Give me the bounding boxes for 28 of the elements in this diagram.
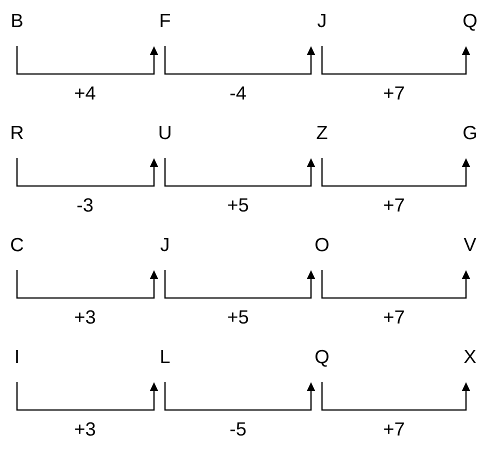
- letter: L: [161, 350, 170, 364]
- letter: Q: [464, 14, 476, 31]
- edge-label: +7: [382, 85, 406, 101]
- edge-label: +7: [382, 421, 406, 437]
- letter: F: [160, 14, 170, 28]
- letter: J: [160, 238, 168, 252]
- letter: B: [12, 14, 22, 28]
- letter: Q: [316, 350, 328, 367]
- letter: X: [464, 350, 476, 364]
- letter: U: [160, 126, 170, 140]
- letter: Z: [316, 126, 328, 140]
- edge-label: -4: [228, 85, 248, 101]
- edge-label: +3: [73, 309, 97, 325]
- letter: O: [316, 238, 328, 252]
- letter: C: [11, 238, 24, 252]
- edge-label: +4: [73, 85, 97, 101]
- letter: V: [464, 238, 476, 252]
- edge-label: -3: [76, 197, 94, 213]
- letter: R: [12, 126, 23, 140]
- edge-label: -5: [228, 421, 248, 437]
- edge-label: +7: [382, 197, 406, 213]
- edge-label: +5: [226, 309, 250, 325]
- letter: I: [16, 350, 18, 364]
- letter: J: [318, 14, 326, 28]
- edge-label: +5: [226, 197, 250, 213]
- edge-label: +3: [73, 421, 97, 437]
- edge-label: +7: [382, 309, 406, 325]
- letter: G: [464, 126, 476, 140]
